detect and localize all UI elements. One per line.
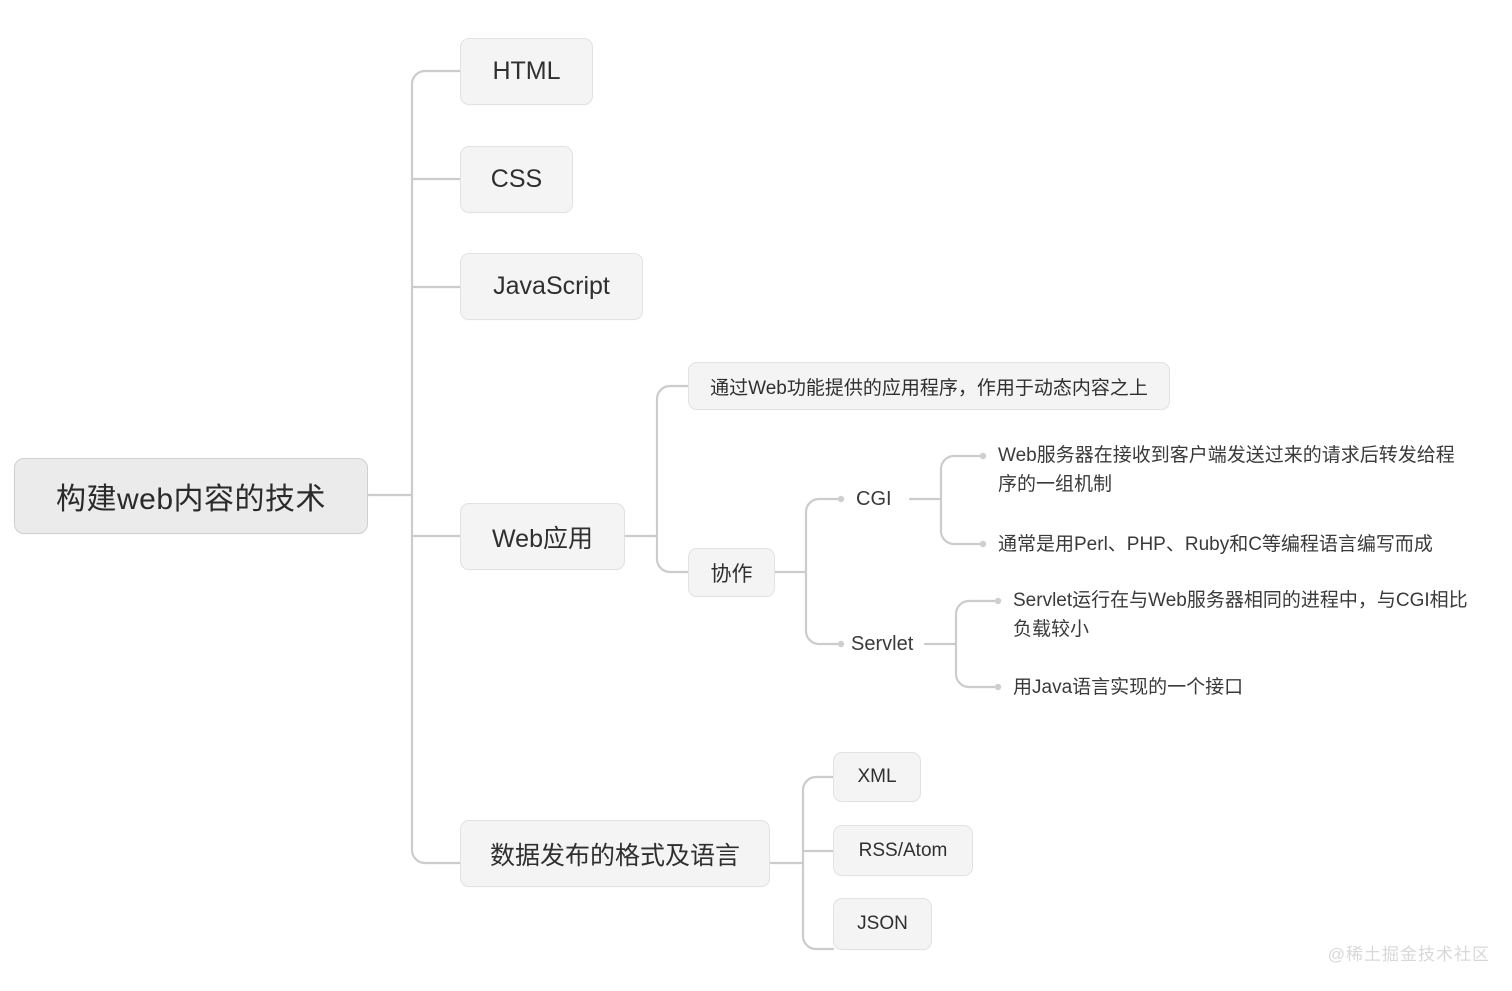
dot-servlet: [837, 640, 845, 648]
link-collab-cgi: [804, 497, 842, 514]
dot-cgi-note-0: [979, 452, 987, 460]
node-rss-atom-label: RSS/Atom: [858, 839, 948, 861]
node-html-label: HTML: [492, 57, 561, 85]
node-xml-label: XML: [857, 766, 897, 787]
node-cgi-note-0[interactable]: Web服务器在接收到客户端发送过来的请求后转发给程序的一组机制: [998, 441, 1458, 500]
node-css[interactable]: CSS: [460, 146, 573, 213]
link-trunk-dataformat: [410, 848, 462, 865]
node-webapp-description-label: 通过Web功能提供的应用程序，作用于动态内容之上: [710, 377, 1148, 399]
root-node[interactable]: 构建web内容的技术: [14, 458, 368, 534]
link-servlet-note-1: [954, 672, 1000, 689]
dot-cgi: [837, 495, 845, 503]
node-json[interactable]: JSON: [833, 898, 932, 950]
node-servlet-note-1-label: 用Java语言实现的一个接口: [1013, 677, 1244, 698]
node-dataformat[interactable]: 数据发布的格式及语言: [460, 820, 770, 887]
node-xml[interactable]: XML: [833, 752, 921, 802]
node-servlet-note-0[interactable]: Servlet运行在与Web服务器相同的进程中，与CGI相比负载较小: [1013, 586, 1468, 645]
node-servlet-note-0-label: Servlet运行在与Web服务器相同的进程中，与CGI相比负载较小: [1013, 590, 1468, 641]
link-cgi-note-0: [939, 454, 985, 471]
link-dataformat-xml: [801, 775, 835, 792]
node-json-label: JSON: [857, 913, 908, 934]
node-webapp-description[interactable]: 通过Web功能提供的应用程序，作用于动态内容之上: [688, 362, 1170, 410]
node-servlet[interactable]: Servlet: [851, 631, 913, 657]
node-cgi[interactable]: CGI: [856, 486, 892, 512]
root-node-label: 构建web内容的技术: [55, 483, 327, 516]
link-cgi-note-1: [939, 529, 985, 546]
node-javascript-label: JavaScript: [493, 272, 610, 300]
node-webapp[interactable]: Web应用: [460, 503, 625, 570]
watermark: @稀土掘金技术社区: [1328, 940, 1490, 965]
link-webapp-desc: [655, 384, 690, 401]
node-javascript[interactable]: JavaScript: [460, 253, 643, 320]
node-rss-atom[interactable]: RSS/Atom: [833, 825, 973, 876]
link-dataformat-json: [801, 934, 835, 951]
dot-servlet-note-1: [994, 683, 1002, 691]
node-collab-label: 协作: [710, 562, 753, 586]
node-servlet-label: Servlet: [851, 632, 914, 655]
link-collab-servlet: [804, 629, 842, 646]
node-dataformat-label: 数据发布的格式及语言: [489, 841, 740, 870]
link-servlet-note-0: [954, 599, 1000, 616]
node-css-label: CSS: [490, 165, 543, 193]
node-html[interactable]: HTML: [460, 38, 593, 105]
link-trunk-html: [410, 69, 462, 86]
node-cgi-note-1[interactable]: 通常是用Perl、PHP、Ruby和C等编程语言编写而成: [998, 530, 1468, 559]
dot-servlet-note-0: [994, 597, 1002, 605]
node-collab[interactable]: 协作: [688, 548, 775, 597]
node-servlet-note-1[interactable]: 用Java语言实现的一个接口: [1013, 673, 1443, 702]
dot-cgi-note-1: [979, 540, 987, 548]
node-cgi-note-0-label: Web服务器在接收到客户端发送过来的请求后转发给程序的一组机制: [998, 445, 1455, 496]
node-cgi-note-1-label: 通常是用Perl、PHP、Ruby和C等编程语言编写而成: [998, 534, 1433, 555]
link-webapp-collab: [655, 557, 690, 574]
node-cgi-label: CGI: [856, 487, 892, 510]
watermark-label: @稀土掘金技术社区: [1327, 945, 1490, 964]
node-webapp-label: Web应用: [492, 524, 593, 553]
